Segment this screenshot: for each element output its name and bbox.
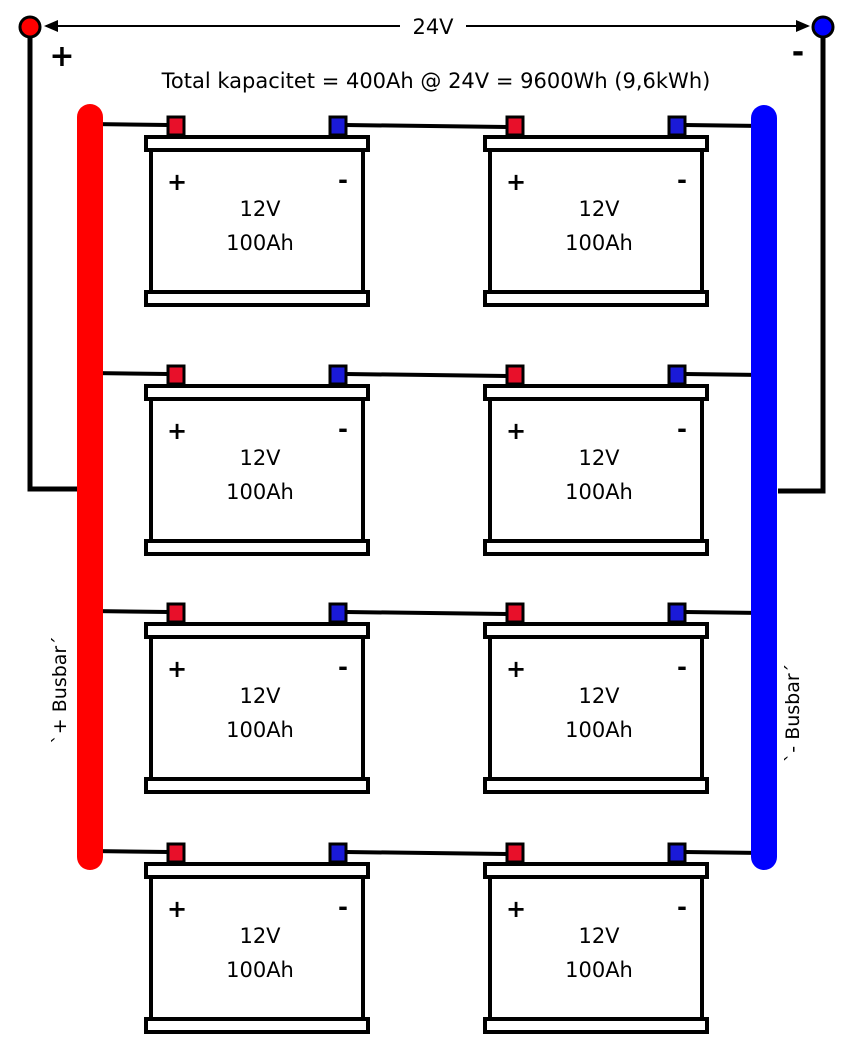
battery-base bbox=[144, 290, 370, 307]
main-plus-label: + bbox=[49, 39, 74, 74]
battery-voltage-label: 12V bbox=[239, 684, 281, 708]
battery-body bbox=[488, 635, 704, 781]
arrowhead-left-icon bbox=[44, 20, 58, 32]
battery-minus-label: - bbox=[338, 415, 348, 443]
battery-body bbox=[149, 397, 365, 543]
battery-plus-label: + bbox=[167, 655, 187, 683]
battery: + - 12V 100Ah bbox=[144, 115, 370, 307]
battery-minus-label: - bbox=[677, 166, 687, 194]
battery-base bbox=[144, 539, 370, 556]
battery-plus-label: + bbox=[167, 417, 187, 445]
battery: + - 12V 100Ah bbox=[483, 842, 709, 1034]
battery: + - 12V 100Ah bbox=[483, 364, 709, 556]
battery-minus-label: - bbox=[677, 893, 687, 921]
battery: + - 12V 100Ah bbox=[144, 364, 370, 556]
battery-base bbox=[483, 290, 709, 307]
battery-voltage-label: 12V bbox=[239, 197, 281, 221]
negative-busbar-label: `- Busbar´ bbox=[782, 664, 804, 762]
battery-negative-terminal bbox=[667, 602, 687, 624]
battery: + - 12V 100Ah bbox=[483, 115, 709, 307]
battery-plus-label: + bbox=[506, 168, 526, 196]
battery-capacity-label: 100Ah bbox=[226, 231, 294, 255]
battery-positive-terminal bbox=[166, 842, 186, 864]
battery-positive-terminal bbox=[505, 115, 525, 137]
battery-positive-terminal bbox=[505, 364, 525, 386]
battery-capacity-label: 100Ah bbox=[565, 231, 633, 255]
arrowhead-right-icon bbox=[796, 20, 810, 32]
battery-voltage-label: 12V bbox=[578, 446, 620, 470]
voltage-label: 24V bbox=[412, 15, 454, 39]
battery-capacity-label: 100Ah bbox=[226, 718, 294, 742]
busbar-negative-wire bbox=[684, 850, 765, 855]
battery-plus-label: + bbox=[506, 417, 526, 445]
battery-voltage-label: 12V bbox=[578, 924, 620, 948]
series-wire bbox=[345, 610, 508, 616]
battery-plus-label: + bbox=[506, 655, 526, 683]
battery-body bbox=[488, 397, 704, 543]
battery-capacity-label: 100Ah bbox=[565, 718, 633, 742]
main-positive-wire bbox=[27, 28, 80, 492]
battery-base bbox=[483, 1017, 709, 1034]
busbar-negative-wire bbox=[684, 372, 765, 377]
battery-minus-label: - bbox=[677, 653, 687, 681]
battery: + - 12V 100Ah bbox=[144, 602, 370, 794]
series-wire bbox=[345, 123, 508, 129]
battery-positive-terminal bbox=[166, 602, 186, 624]
battery-positive-terminal bbox=[505, 842, 525, 864]
battery-negative-terminal bbox=[667, 364, 687, 386]
series-wire bbox=[345, 372, 508, 378]
main-negative-terminal bbox=[811, 15, 835, 39]
positive-busbar-label: `+ Busbar´ bbox=[49, 636, 71, 743]
battery-plus-label: + bbox=[506, 895, 526, 923]
battery-plus-label: + bbox=[167, 168, 187, 196]
battery-base bbox=[144, 777, 370, 794]
battery: + - 12V 100Ah bbox=[483, 602, 709, 794]
battery-capacity-label: 100Ah bbox=[565, 480, 633, 504]
battery-body bbox=[149, 148, 365, 294]
battery-voltage-label: 12V bbox=[578, 684, 620, 708]
battery-minus-label: - bbox=[338, 893, 348, 921]
busbar-negative-wire bbox=[684, 123, 765, 128]
battery-voltage-label: 12V bbox=[578, 197, 620, 221]
battery-base bbox=[144, 1017, 370, 1034]
battery-negative-terminal bbox=[328, 842, 348, 864]
battery-negative-terminal bbox=[328, 602, 348, 624]
series-wire bbox=[345, 850, 508, 856]
battery-negative-terminal bbox=[667, 842, 687, 864]
battery: + - 12V 100Ah bbox=[144, 842, 370, 1034]
battery-negative-terminal bbox=[328, 115, 348, 137]
battery-minus-label: - bbox=[677, 415, 687, 443]
battery-capacity-label: 100Ah bbox=[226, 958, 294, 982]
battery-positive-terminal bbox=[166, 364, 186, 386]
capacity-label: Total kapacitet = 400Ah @ 24V = 9600Wh (… bbox=[161, 69, 711, 93]
battery-voltage-label: 12V bbox=[239, 924, 281, 948]
battery-base bbox=[483, 777, 709, 794]
battery-minus-label: - bbox=[338, 166, 348, 194]
battery-plus-label: + bbox=[167, 895, 187, 923]
battery-positive-terminal bbox=[505, 602, 525, 624]
battery-body bbox=[488, 148, 704, 294]
battery-negative-terminal bbox=[328, 364, 348, 386]
main-negative-wire bbox=[778, 28, 826, 494]
battery-group: + - 12V 100Ah + - 12V 100Ah + - 12V 100Ah + - 12V 100Ah… bbox=[144, 115, 709, 1034]
battery-body bbox=[149, 875, 365, 1021]
battery-capacity-label: 100Ah bbox=[565, 958, 633, 982]
battery-capacity-label: 100Ah bbox=[226, 480, 294, 504]
main-minus-label: - bbox=[792, 35, 804, 70]
battery-negative-terminal bbox=[667, 115, 687, 137]
battery-positive-terminal bbox=[166, 115, 186, 137]
battery-base bbox=[483, 539, 709, 556]
main-positive-terminal bbox=[18, 15, 42, 39]
battery-minus-label: - bbox=[338, 653, 348, 681]
battery-voltage-label: 12V bbox=[239, 446, 281, 470]
busbar-negative-wire bbox=[684, 610, 765, 615]
